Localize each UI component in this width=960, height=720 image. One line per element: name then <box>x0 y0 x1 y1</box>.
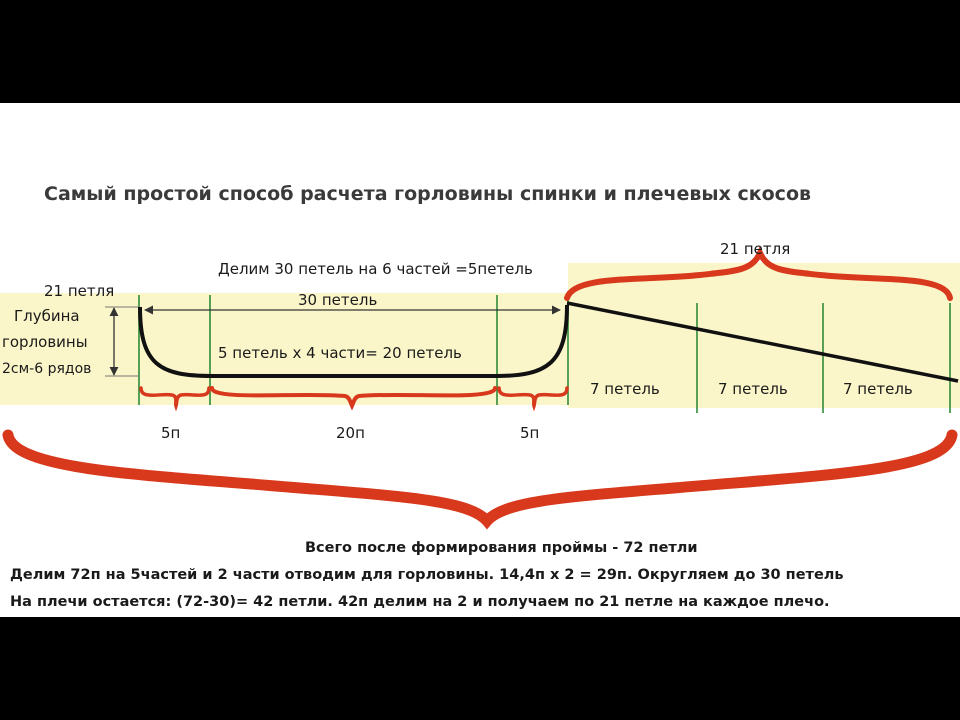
neck-braces <box>139 386 569 412</box>
divide-30-label: Делим 30 петель на 6 частей =5петель <box>218 260 533 278</box>
shoulder-band <box>568 263 960 408</box>
seven-loops-label-2: 7 петель <box>718 380 788 398</box>
note-line-2: Делим 72п на 5частей и 2 части отводим д… <box>10 567 844 583</box>
neckline-diagram <box>2 245 959 530</box>
depth-label-line2: горловины <box>2 333 88 351</box>
shoulder-slope-line <box>566 301 959 383</box>
twenty-one-left-label: 21 петля <box>44 282 115 300</box>
segment-5-right-label: 5п <box>520 424 540 442</box>
note-line-1: Всего после формирования проймы - 72 пет… <box>305 540 698 556</box>
diagram-canvas: Самый простой способ расчета горловины с… <box>0 103 960 617</box>
segment-5-left-label: 5п <box>161 424 181 442</box>
note-line-3: На плечи остается: (72-30)= 42 петли. 42… <box>10 594 830 610</box>
depth-label-line1: Глубина <box>14 307 80 325</box>
five-by-four-label: 5 петель х 4 части= 20 петель <box>218 344 462 362</box>
neckline-curve <box>138 304 569 378</box>
seven-loops-label-3: 7 петель <box>843 380 913 398</box>
diagram-title: Самый простой способ расчета горловины с… <box>44 183 812 205</box>
brace-72-total <box>2 429 958 530</box>
seven-loops-label-1: 7 петель <box>590 380 660 398</box>
segment-20-label: 20п <box>336 424 365 442</box>
brace-21-shoulder <box>564 245 953 301</box>
depth-label-line3: 2см-6 рядов <box>2 361 92 377</box>
brace-5-left <box>139 386 211 412</box>
twenty-one-right-label: 21 петля <box>720 240 791 258</box>
brace-20 <box>210 386 497 411</box>
brace-5-right <box>497 386 569 412</box>
thirty-loops-label: 30 петель <box>298 291 378 309</box>
